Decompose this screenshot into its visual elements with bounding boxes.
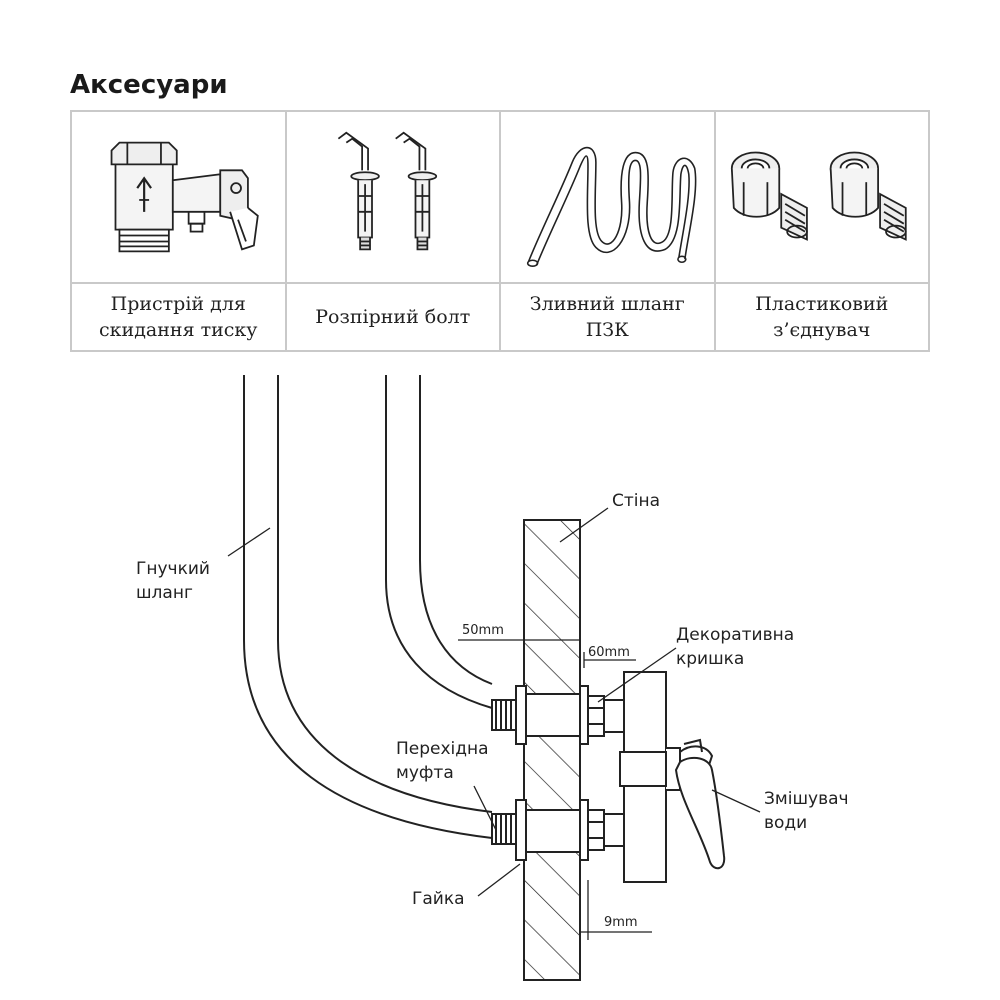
expansion-bolt-icon [337,131,437,251]
accessory-image-cell [70,110,287,284]
accessory-image-cell [713,110,930,284]
accessory-label-cell: Зливний шланг ПЗК [499,282,716,352]
label-mixer-line2: води [764,813,807,833]
accessory-label-line: Розпірний болт [315,306,471,328]
dimension-9mm: 9mm [604,915,638,930]
label-wall: Стіна [612,491,660,511]
dimension-50mm: 50mm [462,623,504,638]
label-mixer-line1: Змішувач [764,789,849,809]
accessory-image-cell [499,110,716,284]
accessories-table: Пристрій для скидання тиску Розпірний бо… [70,110,930,352]
accessory-label-cell: Пластиковий з’єднувач [713,282,930,352]
plastic-connector-icon [730,151,907,241]
label-adapter-line2: муфта [396,763,454,783]
accessory-label-line: скидання тиску [99,319,258,341]
accessory-label-line: з’єднувач [773,319,871,341]
flexible-hose [243,375,493,839]
accessory-label-line: Пристрій для [110,293,246,315]
leader-lines [227,507,761,897]
water-mixer [619,671,726,883]
accessory-label-line: Пластиковий [755,293,889,315]
wall [523,519,581,981]
label-nut: Гайка [412,889,465,909]
label-flexible-hose-line2: шланг [136,583,193,603]
installation-diagram: 50mm 60mm 9mm Стіна Гнучкий шланг Декора… [136,375,849,981]
dimension-60mm: 60mm [588,645,630,660]
dimensions [458,632,652,940]
page-title: Аксесуари [70,70,228,100]
label-decorative-cover-line2: кришка [676,649,744,669]
lower-connection [491,799,625,861]
accessory-label-line: ПЗК [585,319,629,341]
label-decorative-cover-line1: Декоративна [676,625,794,645]
accessory-image-cell [284,110,501,284]
pressure-relief-valve-icon [110,141,259,253]
upper-connection [491,685,625,745]
label-flexible-hose-line1: Гнучкий [136,559,210,579]
accessory-label-cell: Розпірний болт [284,282,501,352]
accessory-label-cell: Пристрій для скидання тиску [70,282,287,352]
drain-hose-icon [526,146,697,267]
accessory-label-line: Зливний шланг [529,293,685,315]
label-adapter-line1: Перехідна [396,739,489,759]
